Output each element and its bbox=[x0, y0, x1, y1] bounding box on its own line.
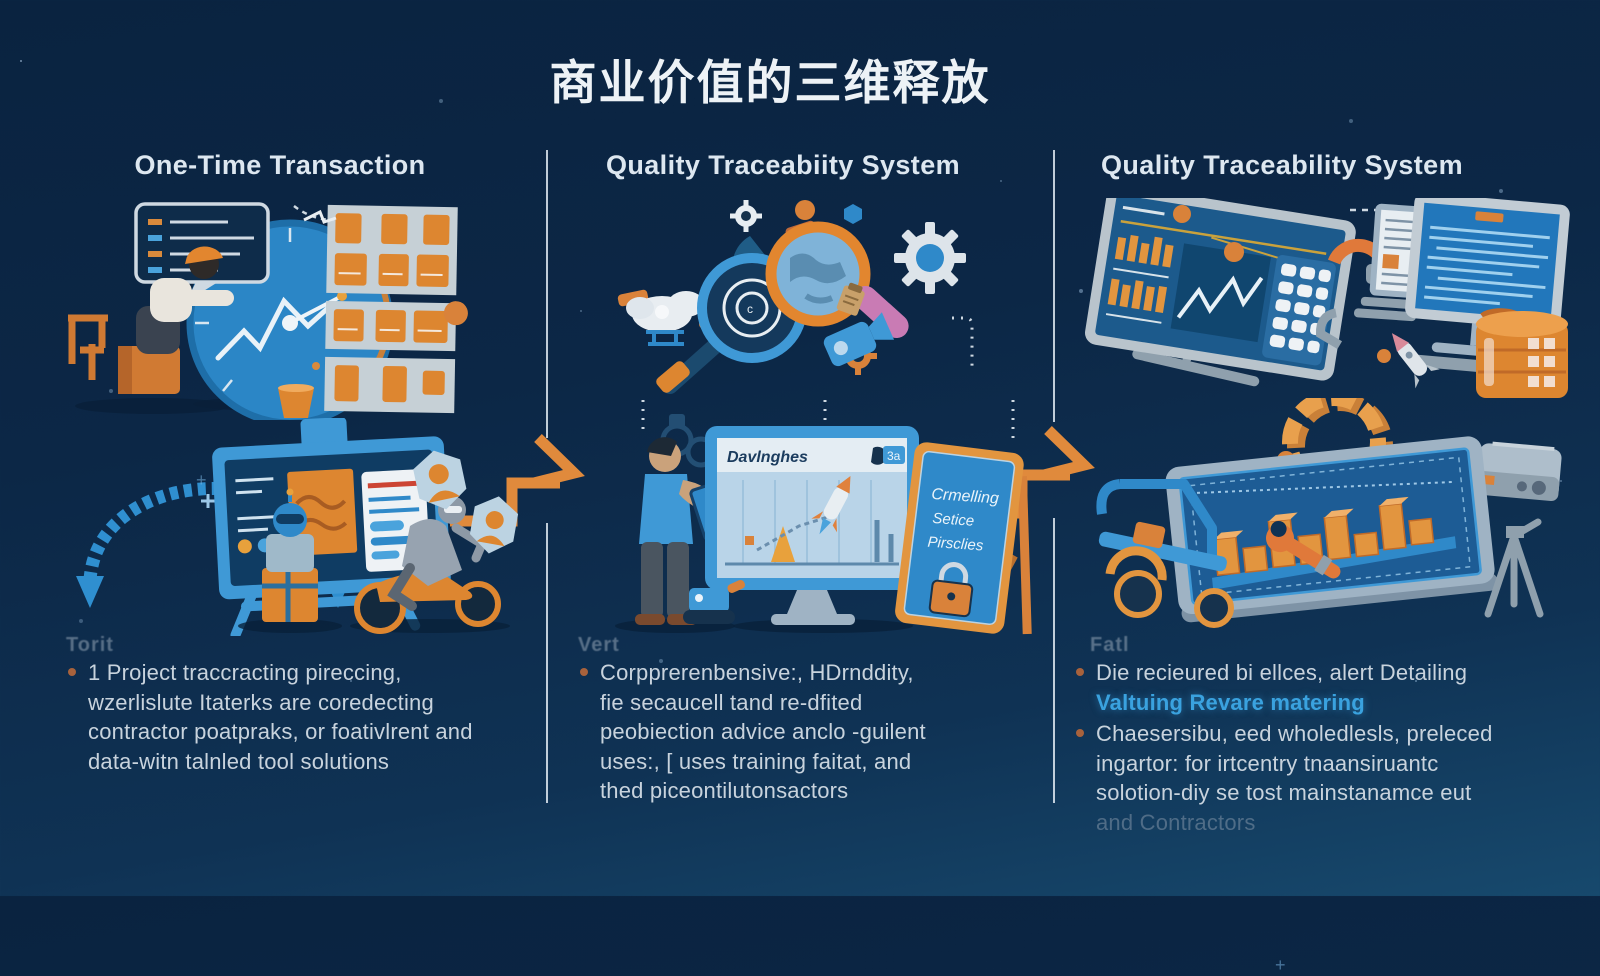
control-panel-icon bbox=[1082, 198, 1358, 399]
inspection-tools-illustration: c bbox=[600, 196, 1040, 401]
divider-2-top bbox=[1053, 150, 1055, 422]
list-item: Corpprerenbensive:, HDrnddity, fie secau… bbox=[580, 658, 1032, 806]
svg-text:c: c bbox=[747, 302, 753, 316]
database-icon bbox=[1476, 311, 1568, 398]
project-planning-illustration bbox=[58, 198, 538, 420]
sign-line-2: Setice bbox=[932, 510, 975, 530]
orange-dot bbox=[1224, 242, 1244, 262]
projector-box-icon bbox=[1476, 443, 1562, 502]
bullet-line: wzerlislute Itaterks are coredecting bbox=[88, 688, 473, 718]
bucket-icon bbox=[278, 384, 314, 418]
monitor-badge-text: 3a bbox=[887, 449, 901, 463]
bullet-line: thed piceontilutonsactors bbox=[600, 776, 926, 806]
bullet-line: 1 Project traccracting pireccing, bbox=[88, 658, 473, 688]
delivery-dashboard-illustration bbox=[58, 418, 538, 636]
column2-bullets: Corpprerenbensive:, HDrnddity, fie secau… bbox=[580, 658, 1032, 808]
column2-watermark: Vert bbox=[578, 634, 620, 657]
faded-line: and Contractors bbox=[1096, 808, 1493, 838]
divider-1-bottom bbox=[546, 523, 548, 803]
column3-bullets: Die recieured bi ellces, alert Detailing… bbox=[1076, 658, 1554, 839]
bar-chart-tablet-illustration bbox=[1082, 398, 1572, 630]
list-item: Die recieured bi ellces, alert Detailing… bbox=[1076, 658, 1554, 717]
sparkle-icon: + bbox=[1275, 955, 1286, 976]
tripod-icon bbox=[1488, 522, 1540, 614]
monitor-title-text: Davlnghes bbox=[727, 449, 808, 466]
bullet-line: solotion-diy se tost mainstanamce eut bbox=[1096, 778, 1493, 808]
column1-watermark: Torit bbox=[66, 634, 114, 657]
bullet-line: uses:, [ uses training faitat, and bbox=[600, 747, 926, 777]
bullet-line: peobiection advice anclo -guilent bbox=[600, 717, 926, 747]
column2-header: Quality Traceabiity System bbox=[565, 150, 1001, 181]
bullet-line: Corpprerenbensive:, HDrnddity, bbox=[600, 658, 926, 688]
column3-watermark: Fatl bbox=[1090, 634, 1130, 657]
bullet-line: ingartor: for irtcentry tnaansiruantc bbox=[1096, 749, 1493, 779]
bullet-dot bbox=[68, 668, 76, 676]
divider-1-top bbox=[546, 150, 548, 438]
sparkle-icon: + bbox=[196, 470, 207, 491]
highlight-line: Valtuing Revare matering bbox=[1096, 688, 1467, 718]
sign-board-icon: Crmelling Setice Pirsclies bbox=[894, 441, 1045, 635]
control-panels-illustration bbox=[1082, 198, 1572, 413]
analytics-monitor-icon: Davlnghes 3a bbox=[705, 426, 919, 625]
bullet-dot bbox=[580, 668, 588, 676]
bullet-dot bbox=[1076, 668, 1084, 676]
quality-monitor-illustration: Davlnghes 3a bbox=[585, 400, 1045, 635]
bullet-dot bbox=[1076, 729, 1084, 737]
orange-dot bbox=[1173, 205, 1191, 223]
column1-bullets: 1 Project traccracting pireccing, wzerli… bbox=[68, 658, 530, 778]
divider-2-bottom bbox=[1053, 518, 1055, 803]
list-item: 1 Project traccracting pireccing, wzerli… bbox=[68, 658, 530, 776]
schedule-board-icon bbox=[324, 205, 470, 413]
bullet-line: contractor poatpraks, or foativlrent and bbox=[88, 717, 473, 747]
dashed-connector bbox=[952, 318, 972, 370]
orange-dot bbox=[1377, 349, 1391, 363]
column1-header: One-Time Transaction bbox=[60, 150, 500, 181]
bullet-line: Chaesersibu, eed wholedlesls, preleced bbox=[1096, 719, 1493, 749]
cloud-icon bbox=[617, 289, 709, 344]
bullet-line: fie secaucell tand re-dfited bbox=[600, 688, 926, 718]
column3-header: Quality Traceability System bbox=[1062, 150, 1502, 181]
bullet-line: data-witn talnled tool solutions bbox=[88, 747, 473, 777]
page-title: 商业价值的三维释放 bbox=[0, 44, 1540, 113]
bullet-line: Die recieured bi ellces, alert Detailing bbox=[1096, 658, 1467, 688]
list-item: Chaesersibu, eed wholedlesls, preleced i… bbox=[1076, 719, 1554, 837]
